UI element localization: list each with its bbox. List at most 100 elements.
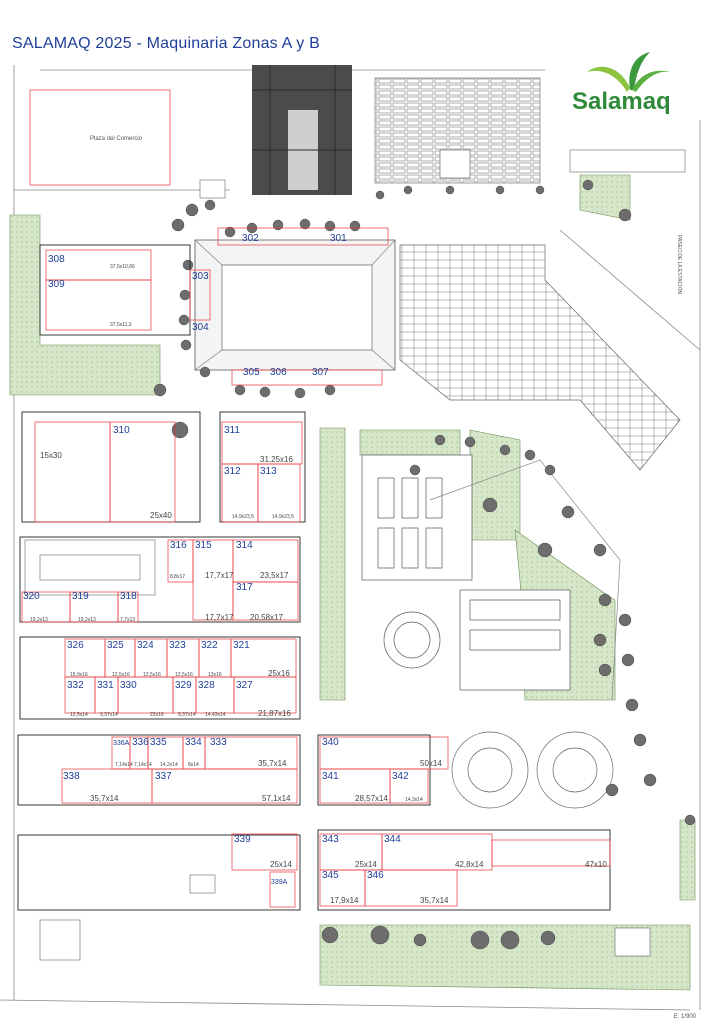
- stand-number: 304: [192, 322, 209, 333]
- stand-number: 303: [192, 271, 209, 282]
- stand-dimensions: 12,5x16: [175, 672, 193, 678]
- salamaq-logo: Salamaq: [572, 50, 687, 122]
- stand-dimensions: 35,7x14: [420, 896, 449, 905]
- stand-dimensions: 14,2x14: [160, 762, 178, 768]
- stand-dimensions: 57,1x14: [262, 794, 291, 803]
- stand-dimensions: 35,7x14: [90, 794, 119, 803]
- stand-number: 319: [72, 591, 89, 602]
- stand-dimensions: 17,7x17: [205, 571, 234, 580]
- stand-dimensions: 7,14x14: [115, 762, 133, 768]
- stand-dimensions: 14,43x14: [205, 712, 226, 718]
- stand-number: 341: [322, 771, 339, 782]
- stand-dimensions: 23,5x17: [260, 571, 289, 580]
- stand-number: 316: [170, 540, 187, 551]
- stand-dimensions: 20,58x17: [250, 613, 283, 622]
- stand-number: 336: [132, 737, 149, 748]
- stand-number: 330: [120, 680, 137, 691]
- stand-number: 340: [322, 737, 339, 748]
- stand-number: 302: [242, 233, 259, 244]
- logo-text: Salamaq: [572, 88, 671, 115]
- stand-number: 336A: [113, 740, 130, 747]
- stand-number: 301: [330, 233, 347, 244]
- stand-number: 344: [384, 834, 401, 845]
- stand-dimensions: 17,7x17: [205, 613, 234, 622]
- covered-pavilion: [252, 65, 352, 195]
- stand-number: 328: [198, 680, 215, 691]
- stand-dimensions: 15x30: [40, 451, 62, 460]
- plaza-label: Plaza del Comercio: [90, 136, 143, 142]
- stand-dimensions: 25x16: [268, 669, 290, 678]
- stand-dimensions: 50x14: [420, 759, 442, 768]
- stand-dimensions: 37,5x10,66: [110, 264, 135, 270]
- stand-number: 312: [224, 466, 241, 477]
- arena: [194, 239, 396, 371]
- stand-labels: 308 37,5x10,66 309 37,5x11,3 302 301 303 304 305…: [23, 233, 607, 905]
- scale-label: E: 1/900: [673, 1014, 696, 1020]
- stand-number: 313: [260, 466, 277, 477]
- stand-dimensions: 47x10: [585, 860, 607, 869]
- stand-dimensions: 9,37x14: [178, 712, 196, 718]
- stand-dimensions: 9,37x14: [100, 712, 118, 718]
- stand-number: 306: [270, 367, 287, 378]
- stand-dimensions: 13x16: [208, 672, 222, 678]
- stand-number: 339A: [271, 879, 288, 886]
- stand-number: 323: [169, 640, 186, 651]
- stand-number: 308: [48, 254, 65, 265]
- stand-dimensions: 12,5x16: [143, 672, 161, 678]
- stand-number: 314: [236, 540, 253, 551]
- stand-number: 320: [23, 591, 40, 602]
- stand-number: 310: [113, 425, 130, 436]
- stand-number: 305: [243, 367, 260, 378]
- stand-number: 325: [107, 640, 124, 651]
- stand-number: 329: [175, 680, 192, 691]
- stand-number: 322: [201, 640, 218, 651]
- exhibition-hall: [361, 454, 621, 701]
- stand-number: 321: [233, 640, 250, 651]
- stand-number: 333: [210, 737, 227, 748]
- plaza-del-comercio: Plaza del Comercio: [29, 89, 171, 186]
- stand-dimensions: 12,5x16: [112, 672, 130, 678]
- stand-number: 345: [322, 870, 339, 881]
- stand-number: 307: [312, 367, 329, 378]
- stand-dimensions: 19,2x13: [30, 617, 48, 623]
- stand-number: 339: [234, 834, 251, 845]
- stand-number: 338: [63, 771, 80, 782]
- stand-dimensions: 14,3x14: [405, 797, 423, 803]
- stand-number: 309: [48, 279, 65, 290]
- round-pavilions: [451, 731, 614, 809]
- stand-dimensions: 7,7x13: [120, 617, 135, 623]
- stand-dimensions: 37,5x11,3: [110, 322, 132, 328]
- stand-number: 334: [185, 737, 202, 748]
- map-title: SALAMAQ 2025 - Maquinaria Zonas A y B: [12, 35, 321, 52]
- stand-dimensions: 31,25x16: [260, 455, 293, 464]
- stand-dimensions: 28,57x14: [355, 794, 388, 803]
- stand-number: 331: [97, 680, 114, 691]
- stand-outlines: [21, 227, 611, 908]
- stand-number: 346: [367, 870, 384, 881]
- zone-outlines: [17, 244, 611, 911]
- stand-dimensions: 8x14: [188, 762, 199, 768]
- stand-number: 318: [120, 591, 137, 602]
- stand-number: 343: [322, 834, 339, 845]
- stand-dimensions: 22x16: [150, 712, 164, 718]
- building-east: [399, 244, 681, 471]
- stand-number: 324: [137, 640, 154, 651]
- stand-dimensions: 25x14: [355, 860, 377, 869]
- stand-dimensions: 17,9x14: [330, 896, 359, 905]
- stand-dimensions: 14,9x23,5: [232, 514, 254, 520]
- stand-number: 317: [236, 582, 253, 593]
- trees: [153, 179, 696, 950]
- stand-dimensions: 12,5x14: [70, 712, 88, 718]
- stand-dimensions: 35,7x14: [258, 759, 287, 768]
- stand-dimensions: 42,8x14: [455, 860, 484, 869]
- stand-number: 337: [155, 771, 172, 782]
- stand-dimensions: 15,9x16: [70, 672, 88, 678]
- stand-dimensions: 8,8x17: [170, 574, 185, 580]
- stand-dimensions: 25x14: [270, 860, 292, 869]
- stand-dimensions: 25x40: [150, 511, 172, 520]
- stand-number: 311: [224, 425, 240, 436]
- stand-dimensions: 19,2x13: [78, 617, 96, 623]
- stand-number: 342: [392, 771, 409, 782]
- small-buildings: [24, 149, 686, 961]
- stand-number: 332: [67, 680, 84, 691]
